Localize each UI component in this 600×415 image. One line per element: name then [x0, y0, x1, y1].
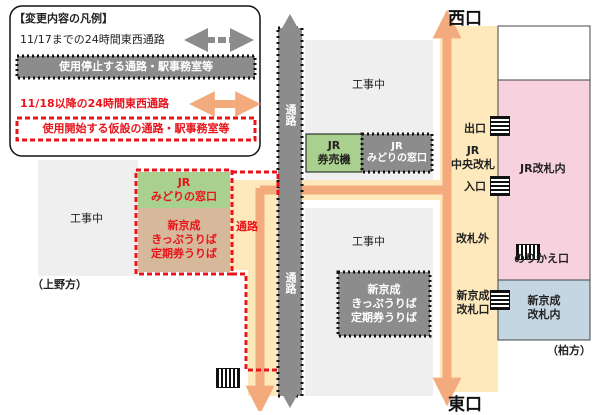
shinkeisei-inside-gate-area [497, 279, 591, 341]
new-passage-label: 通路 [236, 220, 258, 233]
legend-gray-swatch [15, 54, 257, 80]
legend-new-route: 11/18以降の24時間東西通路 [20, 97, 169, 110]
outside-gate-label: 改札外 [456, 232, 489, 245]
legend-title: 【変更内容の凡例】 [14, 12, 113, 25]
legend-red-swatch [15, 116, 257, 142]
old-route-arrow-head-top [281, 14, 299, 30]
jr-inside-gate-area [497, 79, 591, 281]
stairs-icon-west [216, 368, 240, 388]
stairs-icon-entrance [490, 176, 510, 196]
jr-midori-old-box [360, 132, 434, 174]
shinkeisei-inside-label: 新京成 改札内 [527, 294, 561, 321]
entrance-label: 入口 [464, 180, 486, 193]
shinkeisei-new-box [138, 208, 230, 272]
shinkeisei-old-label: 新京成 きっぷうりば 定期券うりば [351, 283, 417, 324]
stairs-icon-shinkeisei [490, 290, 510, 310]
shinkeisei-old-box [336, 270, 432, 338]
legend-new-open: 使用開始する仮設の通路・駅事務室等 [42, 122, 230, 136]
legend-old-route: 11/17までの24時間東西通路 [20, 33, 165, 46]
kashiwa-direction-label: （柏方） [547, 344, 591, 357]
old-passage-label-bottom: 通路 [284, 272, 297, 294]
exit-label: 出口 [464, 122, 486, 135]
transfer-exit-label: のりかえ口 [514, 252, 569, 265]
stairs-icon-exit [490, 116, 510, 136]
west-exit-label: 西口 [448, 9, 482, 29]
jr-midori-old-label: JR みどりの窓口 [367, 140, 427, 165]
old-route-arrow-head-bottom [281, 392, 299, 408]
shinkeisei-new-label: 新京成 きっぷうりば 定期券うりば [151, 219, 217, 260]
ueno-direction-label: （上野方） [32, 278, 87, 291]
stairs-icon-transfer [516, 244, 540, 260]
old-passage-label-top: 通路 [284, 104, 297, 126]
construction-label-top: 工事中 [352, 78, 385, 91]
jr-central-gate-label: JR 中央改札 [451, 144, 495, 171]
construction-label-left: 工事中 [70, 212, 103, 225]
construction-label-bottom: 工事中 [352, 235, 385, 248]
legend-old-closed: 使用停止する通路・駅事務室等 [59, 60, 213, 74]
jr-ticket-machine-label: JR 券売機 [317, 139, 351, 166]
jr-midori-new-box [138, 172, 230, 208]
jr-midori-new-label: JR みどりの窓口 [151, 176, 217, 203]
jr-inside-gate-label: JR改札内 [520, 162, 566, 175]
construction-area-left [38, 160, 138, 276]
shinkeisei-gate-label: 新京成 改札口 [456, 289, 490, 316]
east-exit-label: 東口 [448, 395, 482, 415]
